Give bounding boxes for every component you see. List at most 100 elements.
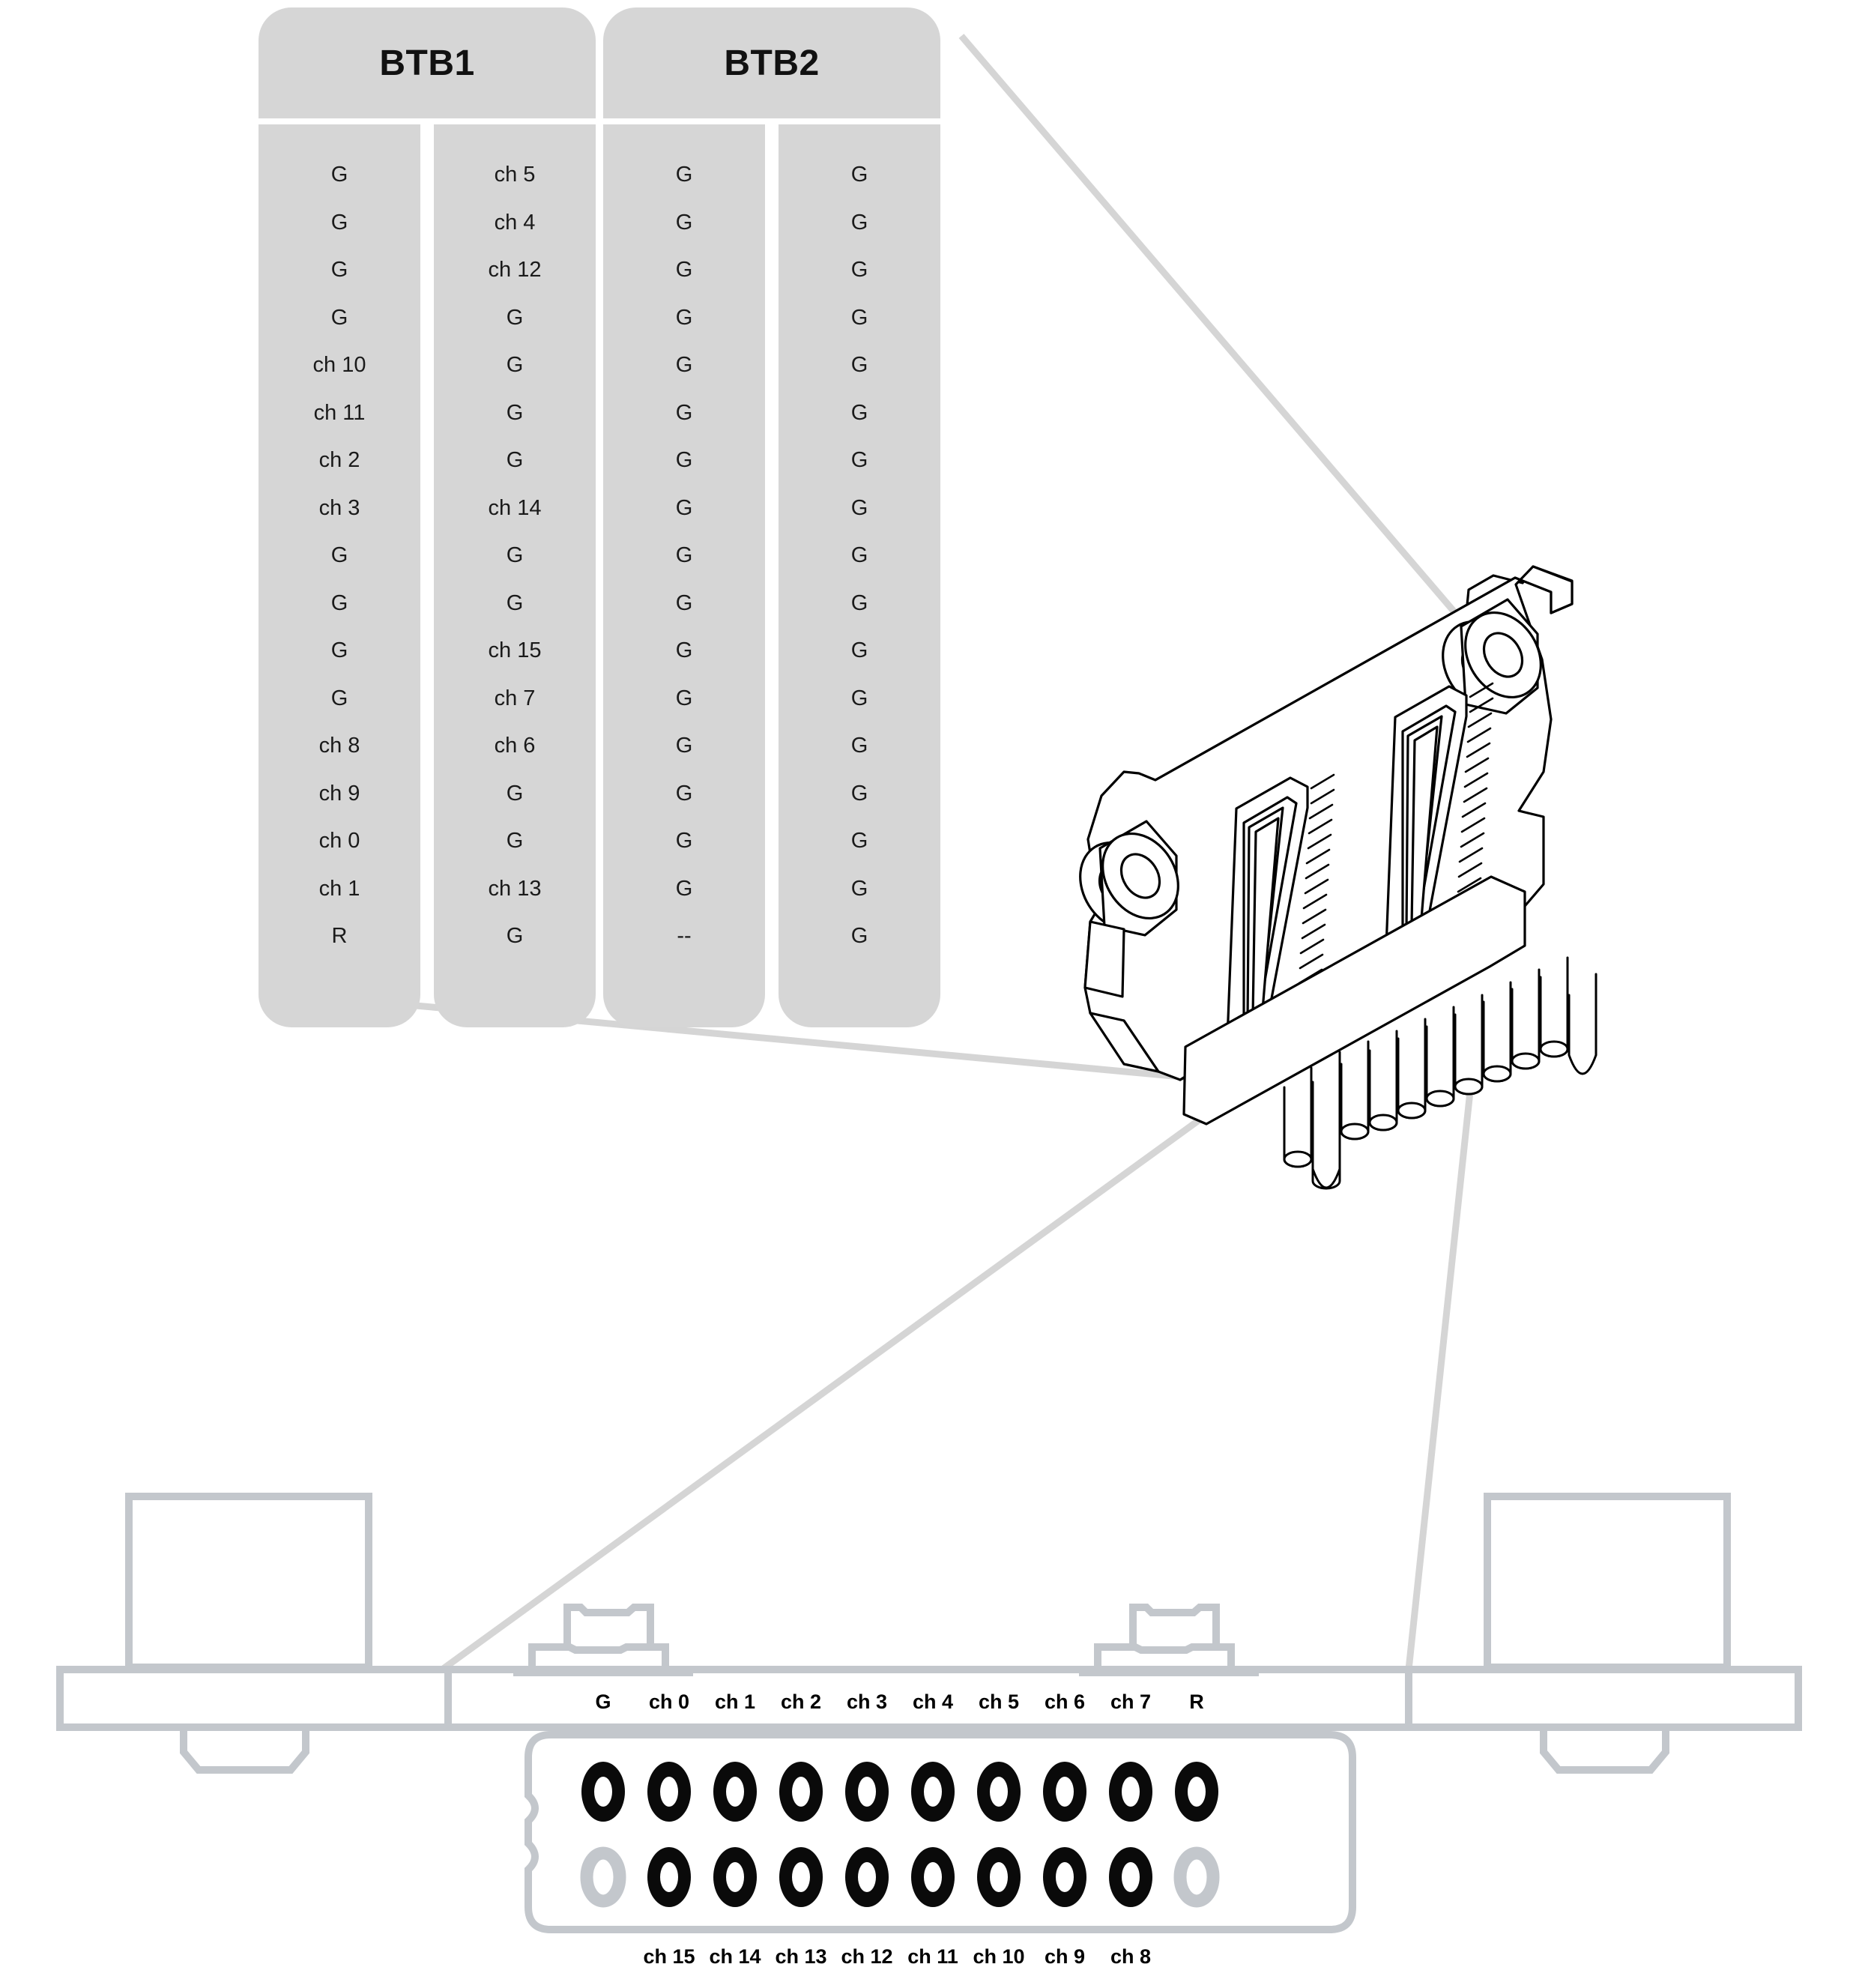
board-pin-label-top: ch 7 xyxy=(1110,1691,1152,1713)
connector-pin-row-top xyxy=(581,1762,1218,1822)
btb-pin-cell: G xyxy=(506,829,524,853)
board-pin-label-bottom: ch 14 xyxy=(709,1945,761,1968)
btb-pin-cell: G xyxy=(850,734,868,758)
btb-pin-cell: G xyxy=(850,829,868,853)
btb-pin-cell: G xyxy=(675,210,693,235)
btb-pin-cell: G xyxy=(506,305,524,330)
btb-pin-cell: G xyxy=(850,876,868,901)
btb-pin-cell: ch 8 xyxy=(318,734,360,758)
connector-bottom-ledge xyxy=(1182,875,1526,1126)
btb-pin-cell: ch 10 xyxy=(312,353,366,378)
btb-pin-cell: G xyxy=(506,781,524,806)
btb-pin-cell: ch 2 xyxy=(318,448,360,473)
btb2-header: BTB2 xyxy=(603,7,940,118)
btb-pin-cell: ch 9 xyxy=(318,781,360,806)
btb-pin-cell: G xyxy=(850,448,868,473)
pcb-component-left xyxy=(125,1493,372,1671)
btb-pin-cell: G xyxy=(675,876,693,901)
connector-shroud-outline xyxy=(525,1731,1356,1933)
btb-pin-cell: ch 12 xyxy=(488,258,542,283)
pin xyxy=(1482,981,1512,1083)
pin-inactive xyxy=(1173,1846,1220,1908)
btb-pin-cell: G xyxy=(330,638,348,663)
pin xyxy=(1340,1040,1370,1140)
pin-inactive xyxy=(580,1846,626,1908)
btb2-title: BTB2 xyxy=(724,43,820,83)
mounting-boss-right xyxy=(1442,598,1542,715)
btb-pin-cell: G xyxy=(850,686,868,710)
pin xyxy=(1283,1066,1313,1168)
pin xyxy=(1454,994,1484,1096)
board-pin-label-bottom: ch 10 xyxy=(973,1945,1025,1968)
board-pin-label-bottom: ch 11 xyxy=(907,1945,958,1968)
btb-pin-cell: G xyxy=(675,400,693,425)
btb-pin-cell: G xyxy=(675,638,693,663)
pcb-header-body-left xyxy=(563,1604,654,1647)
btb-pin-cell: G xyxy=(850,543,868,568)
pin xyxy=(1539,956,1569,1058)
mounting-boss-left xyxy=(1079,820,1179,937)
btb-pin-cell: G xyxy=(850,495,868,520)
btb-pin-cell: G xyxy=(330,543,348,568)
btb-pin-cell: G xyxy=(850,590,868,615)
btb-pin-cell: G xyxy=(850,924,868,949)
board-pin-label-top: ch 5 xyxy=(978,1691,1020,1713)
btb-pin-cell: G xyxy=(330,258,348,283)
btb-pin-cell: ch 11 xyxy=(313,400,366,425)
btb-pin-cell: G xyxy=(506,400,524,425)
btb-pin-cell: ch 7 xyxy=(494,686,536,710)
btb-pin-cell: -- xyxy=(677,924,692,949)
leader-line-btb2-to-connector xyxy=(958,34,1468,626)
btb-pin-cell: ch 15 xyxy=(488,638,542,663)
board-pin-label-top: ch 4 xyxy=(912,1691,954,1713)
btb-pin-cell: ch 14 xyxy=(488,495,542,520)
btb-pin-cell: G xyxy=(675,353,693,378)
btb-pin-cell: G xyxy=(675,258,693,283)
btb-pin-cell: G xyxy=(675,781,693,806)
btb-pin-cell: G xyxy=(675,495,693,520)
pcb-foot-left xyxy=(180,1723,309,1774)
board-pin-label-bottom: ch 15 xyxy=(643,1945,695,1968)
btb-pin-cell: ch 0 xyxy=(318,829,360,853)
btb-pin-cell: ch 4 xyxy=(494,210,536,235)
btb-pin-cell: G xyxy=(850,305,868,330)
btb-pin-cell: G xyxy=(675,448,693,473)
pin xyxy=(1511,968,1541,1070)
pcb-header-body-right xyxy=(1129,1604,1220,1647)
btb-pin-cell: G xyxy=(330,210,348,235)
btb1-title: BTB1 xyxy=(379,43,475,83)
board-pin-label-bottom: ch 9 xyxy=(1044,1945,1086,1968)
board-pin-label-top: G xyxy=(595,1691,611,1713)
btb-pin-cell: R xyxy=(331,924,348,949)
btb-pin-cell: G xyxy=(675,829,693,853)
btb-pin-cell: G xyxy=(506,448,524,473)
btb-pin-cell: G xyxy=(675,734,693,758)
btb-pin-cell: G xyxy=(850,400,868,425)
btb-pin-cell: G xyxy=(330,686,348,710)
btb-pin-cell: G xyxy=(330,305,348,330)
btb-pin-cell: G xyxy=(675,163,693,187)
pin xyxy=(1368,1030,1398,1132)
btb-pin-cell: G xyxy=(850,353,868,378)
btb-pin-cell: ch 1 xyxy=(318,876,360,901)
btb-pin-cell: G xyxy=(850,210,868,235)
btb-pin-cell: ch 5 xyxy=(494,163,536,187)
leader-line-connector-to-board-right xyxy=(1405,1048,1478,1670)
pin-chamfered xyxy=(1568,973,1597,1075)
pin xyxy=(1397,1018,1427,1120)
pcb-foot-right xyxy=(1540,1723,1669,1774)
btb-pin-cell: G xyxy=(330,163,348,187)
btb-pin-cell: G xyxy=(850,638,868,663)
btb-pin-cell: ch 3 xyxy=(318,495,360,520)
btb-pin-cell: G xyxy=(675,590,693,615)
connector-left-tab xyxy=(1083,920,1125,998)
btb-pin-cell: ch 13 xyxy=(488,876,542,901)
